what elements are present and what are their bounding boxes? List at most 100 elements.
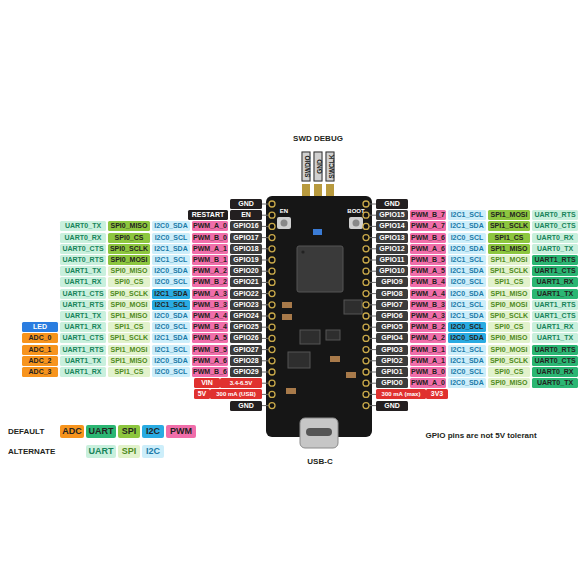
i2c-alt-label: I2C1_SDA [152,244,190,254]
gpio-label: GPIO24 [230,311,262,321]
spi-alt-label: SPI0_SCLK [488,356,530,366]
mcu-chip [297,246,343,292]
pwm-label: PWM_A_6 [410,244,446,254]
i2c-label: I2C1_SDA [152,289,190,299]
leader-line [262,372,269,373]
pwm-label: PWM_B_1 [410,345,446,355]
spi-alt-label: SPI1_MISO [488,289,530,299]
i2c-alt-label: I2C1_SDA [448,311,486,321]
gpio-label: GPIO5 [376,322,408,332]
button-cap [281,220,288,227]
swd-header [302,184,334,196]
component [288,352,310,368]
leader-line [262,237,269,238]
spi-label: SPI1_CS [488,233,530,243]
spi-label: SPI1_SCLK [488,221,530,231]
leader-line [369,271,376,272]
uart-alt-label: UART0_RTS [532,210,578,220]
chip-dot [301,250,304,253]
uart-alt-label: UART1_TX [60,356,106,366]
i2c-alt-label: I2C1_SCL [448,300,486,310]
pwm-label: PWM_A_0 [410,378,446,388]
legend-swatch: UART [86,425,116,438]
regulator [300,330,320,344]
pin-hole [363,246,369,252]
leader-line [262,383,269,384]
pin-name: GND [230,199,262,209]
swd-pin-label: SWCLK [326,152,335,182]
power-pin: VIN [194,378,220,388]
legend-text: SPI [118,425,140,438]
pin-hole [363,291,369,297]
pin-hole [269,268,275,274]
leader-line [369,293,376,294]
pin-hole [363,302,369,308]
board-silkscreen: EN [269,208,299,215]
uart-alt-label: UART0_RX [532,233,578,243]
button-cap [353,220,360,227]
leader-line [369,338,376,339]
uart-alt-label: UART1_TX [60,311,106,321]
leader-line [262,327,269,328]
leader-line [369,394,376,395]
leader-line [369,405,376,406]
pin-hole [363,313,369,319]
pin-hole [269,358,275,364]
pin-name: GND [376,401,408,411]
i2c-alt-label: I2C0_SCL [448,367,486,377]
spi-alt-label: SPI1_SCLK [488,266,530,276]
i2c-alt-label: I2C1_SDA [448,356,486,366]
spi-alt-label: SPI1_MISO [108,311,150,321]
pin-hole [363,403,369,409]
i2c-alt-label: I2C0_SDA [152,266,190,276]
gpio-label: GPIO11 [376,255,408,265]
swd-pin-label: GND [314,152,323,182]
spi-label: SPI0_MOSI [108,255,150,265]
pin-hole [269,246,275,252]
uart-label: UART1_RX [532,277,578,287]
i2c-alt-label: I2C0_SDA [152,311,190,321]
gpio-label: GPIO21 [230,277,262,287]
pin-hole [363,380,369,386]
pin-hole [363,335,369,341]
leader-line [369,282,376,283]
pwm-label: PWM_A_0 [192,221,228,231]
legend-swatch: SPI [118,425,140,438]
gpio-label: GPIO14 [376,221,408,231]
legend-text: ADC [60,425,84,438]
uart-alt-label: UART1_RX [60,367,106,377]
leader-line [369,304,376,305]
leader-line [262,204,269,205]
i2c-alt-label: I2C1_SDA [448,221,486,231]
leader-line [262,282,269,283]
spi-alt-label: SPI1_CS [108,367,150,377]
uart-alt-label: UART1_RTS [532,300,578,310]
header-pin [314,184,322,196]
power-rating: 300 mA (USB) [210,389,262,399]
swd-pin-label: SWDIO [302,152,311,182]
spi-alt-label: SPI1_MOSI [108,345,150,355]
spi-alt-label: SPI0_SCLK [488,311,530,321]
uart-alt-label: UART0_RTS [60,255,106,265]
i2c-alt-label: I2C1_SCL [448,255,486,265]
pin-hole [269,347,275,353]
leader-line [262,248,269,249]
pin-name: EN [230,210,262,220]
gpio-label: GPIO1 [376,367,408,377]
led [313,229,322,235]
pwm-label: PWM_B_2 [192,277,228,287]
power-rating: 3.4-6.5V [220,378,262,388]
pwm-label: PWM_B_4 [192,322,228,332]
legend-swatch: SPI [118,445,140,458]
spi-alt-label: SPI0_MISO [488,333,530,343]
header-pin [326,184,334,196]
pin-hole [363,347,369,353]
leader-line [369,260,376,261]
i2c-alt-label: I2C0_SCL [448,277,486,287]
i2c-alt-label: I2C0_SCL [152,277,190,287]
legend-text: SPI [118,445,140,458]
gpio-label: GPIO23 [230,300,262,310]
uart-alt-label: UART1_RTS [60,300,106,310]
pwm-label: PWM_B_2 [410,322,446,332]
uart-alt-label: UART1_RX [60,322,106,332]
